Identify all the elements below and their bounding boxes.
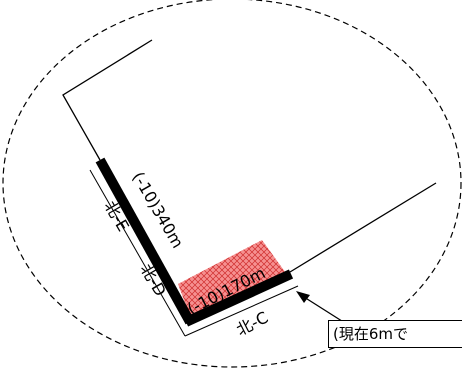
shoreline-upper-left	[62, 39, 153, 161]
shoreline-right	[289, 182, 437, 273]
hatched-zone	[178, 240, 288, 324]
callout-box: (現在6mで	[328, 320, 462, 348]
quay-wall-left	[95, 157, 195, 325]
wall-outline-bottom	[184, 285, 299, 337]
callout-arrow-head	[296, 291, 310, 303]
callout-arrow-line	[303, 296, 346, 324]
quay-wall-bottom	[183, 269, 294, 327]
label-segment-left: (-10)340m	[129, 169, 188, 252]
dashed-boundary	[2, 0, 462, 368]
label-north-d: 北-D	[137, 261, 171, 300]
wall-outline-left	[89, 169, 186, 337]
